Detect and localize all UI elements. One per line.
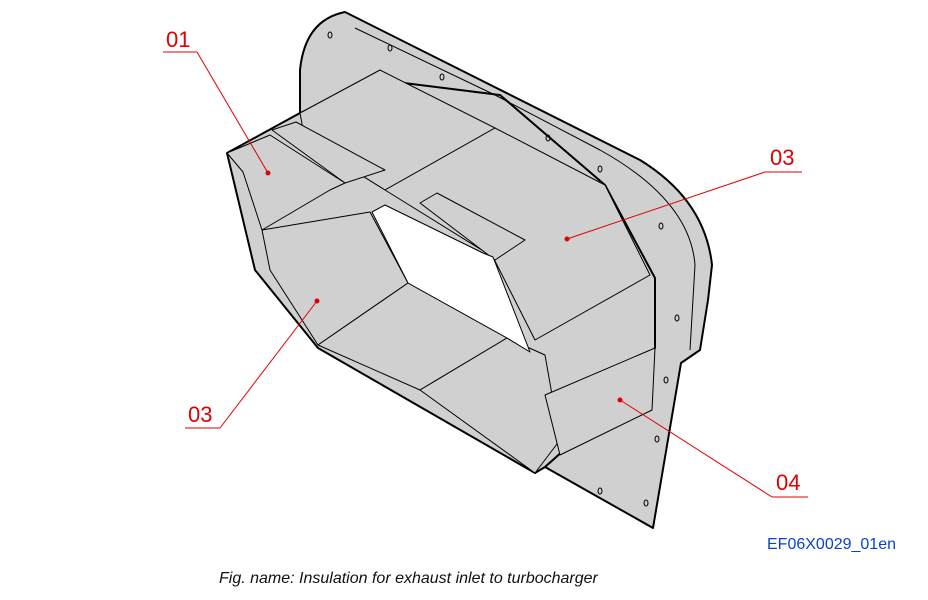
opening (371, 204, 531, 353)
figure-caption: Fig. name: Insulation for exhaust inlet … (219, 570, 598, 587)
cover-plate-upper (271, 121, 386, 184)
panel-04 (544, 347, 656, 456)
callout-04: 04 (776, 470, 801, 495)
flange-inner-edge (354, 27, 696, 351)
leader-lines (163, 51, 808, 498)
cover-plate-lower (419, 192, 526, 261)
bolt-holes (327, 31, 680, 507)
callout-03-left: 03 (188, 402, 213, 427)
callout-01: 01 (166, 27, 191, 52)
callout-03-right: 03 (770, 145, 795, 170)
drawing-code: EF06X0029_01en (767, 536, 896, 553)
panel-01 (226, 134, 346, 231)
